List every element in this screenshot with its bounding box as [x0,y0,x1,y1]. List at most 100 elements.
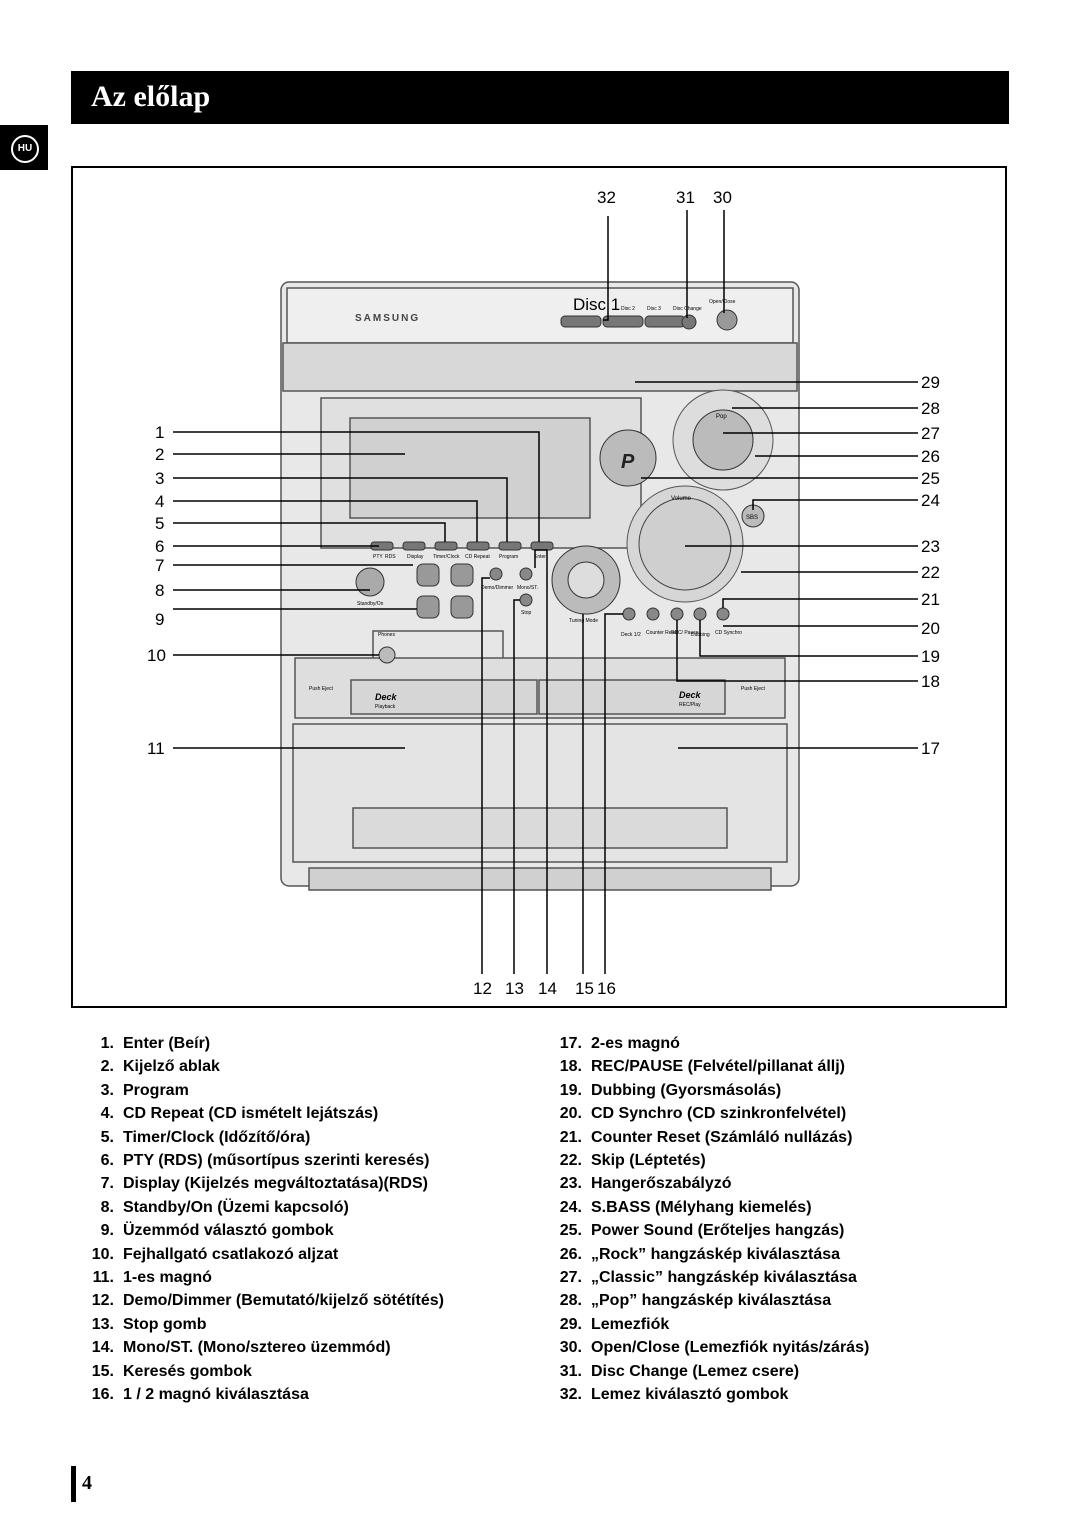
callout-6: 6 [155,537,164,556]
legend-item-number: 21. [559,1128,582,1146]
callout-26: 26 [921,447,940,466]
legend-item-text: Skip (Léptetés) [591,1152,706,1170]
legend-item: 25.Power Sound (Erőteljes hangzás) [540,1219,869,1242]
volume-label: Volume [671,496,692,502]
legend-item: 30.Open/Close (Lemezfiók nyitás/zárás) [540,1336,870,1359]
legend-item: 5.Timer/Clock (Időzítő/óra) [72,1126,444,1149]
legend-item: 6.PTY (RDS) (műsortípus szerinti keresés… [72,1149,444,1172]
legend-item-text: Disc Change (Lemez csere) [591,1362,800,1380]
mode-pad-2[interactable] [450,563,474,587]
legend-item-number: 22. [559,1152,582,1170]
deck-button-group [622,607,730,621]
stop-button[interactable] [519,593,533,607]
mono-label: Mono/ST. [517,585,538,591]
sound-mode-pad[interactable] [692,409,754,471]
legend-item-text: Enter (Beír) [123,1035,211,1052]
mono-st-button[interactable] [519,567,533,581]
callout-13: 13 [505,979,524,998]
open-close-button[interactable] [716,309,738,331]
display-button[interactable] [402,541,426,551]
callout-20: 20 [921,619,940,638]
callout-19: 19 [921,647,940,666]
legend-item: 7.Display (Kijelzés megváltoztatása)(RDS… [72,1172,444,1195]
callout-15: 15 [575,979,594,998]
section-title-bar: Az előlap [71,71,1009,124]
disc-3-button[interactable] [644,315,686,328]
headphone-jack[interactable] [378,646,396,664]
mode-pad-3[interactable] [416,595,440,619]
callout-28: 28 [921,399,940,418]
callout-32: 32 [597,188,616,207]
legend-item: 29.Lemezfiók [540,1313,869,1336]
standby-label: Standby/On [357,601,384,607]
legend-item-text: Hangerőszabályzó [591,1175,732,1193]
legend-item: 1.Enter (Beír) [72,1032,444,1055]
legend-item-number: 29. [559,1315,582,1333]
page-number: 4 [82,1472,92,1494]
legend-item-text: 2-es magnó [591,1035,680,1052]
legend-item-text: Program [123,1081,189,1099]
language-badge: HU [11,135,39,163]
legend-item-number: 10. [91,1245,114,1263]
deck-2-push-eject: Push Eject [741,686,766,692]
disc-1-button[interactable] [560,315,602,328]
legend-item-text: 1 / 2 magnó kiválasztása [123,1386,309,1404]
mode-pad-4[interactable] [450,595,474,619]
legend-item: 19.Dubbing (Gyorsmásolás) [540,1079,869,1102]
counter-reset-button[interactable] [646,607,660,621]
deck-1-2-button[interactable] [622,607,636,621]
legend-item-text: Standby/On (Üzemi kapcsoló) [123,1198,349,1216]
timer-clock-button[interactable] [434,541,458,551]
dubbing-button[interactable] [693,607,707,621]
disc-1-label: Disc 1 [573,295,620,314]
program-label: Program [499,554,518,560]
cd-synchro-button[interactable] [716,607,730,621]
power-sound-button[interactable] [599,429,657,487]
legend-item: 10. Fejhallgató csatlakozó aljzat [72,1243,444,1266]
demo-dimmer-button[interactable] [489,567,503,581]
standby-on-button[interactable] [355,567,385,597]
legend-item-number: 11. [92,1269,114,1287]
callout-12: 12 [473,979,492,998]
mode-pad-1[interactable] [416,563,440,587]
callout-21: 21 [921,590,940,609]
brand-logo: SAMSUNG [355,313,420,324]
callout-5: 5 [155,514,164,533]
legend-item: 14.Mono/ST. (Mono/sztereo üzemmód) [72,1336,444,1359]
callout-22: 22 [921,563,940,582]
function-button-row [370,541,554,551]
disc-3-label: Disc 3 [647,306,661,312]
disc-change-button[interactable] [681,314,697,330]
deck-1-sublabel: Playback [375,704,396,710]
legend-item: 32.Lemez kiválasztó gombok [540,1383,869,1406]
legend-item-text: CD Repeat (CD ismételt lejátszás) [123,1105,379,1123]
legend-item-text: Üzemmód választó gombok [123,1222,334,1240]
callout-30: 30 [713,188,732,207]
legend-item: 3.Program [72,1079,444,1102]
legend-item-text: 1-es magnó [123,1269,212,1287]
legend-item-number: 4. [100,1105,114,1123]
legend-item-number: 20. [559,1105,582,1123]
legend-item-text: Demo/Dimmer (Bemutató/kijelző sötétítés) [123,1292,444,1310]
legend-item-text: Fejhallgató csatlakozó aljzat [123,1245,339,1263]
deck-12-label: Deck 1/2 [621,632,641,638]
tuning-skip-center [567,561,605,599]
cd-repeat-button[interactable] [466,541,490,551]
callout-16: 16 [597,979,616,998]
legend-item-number: 27. [559,1269,582,1287]
legend-item-number: 14. [91,1339,114,1357]
disc-2-button[interactable] [602,315,644,328]
legend-item-number: 15. [91,1362,114,1380]
enter-button[interactable] [530,541,554,551]
volume-knob[interactable] [638,497,732,591]
program-button[interactable] [498,541,522,551]
legend-item-number: 17. [559,1035,582,1052]
legend-item-text: „Rock” hangzáskép kiválasztása [591,1245,841,1263]
legend-item: 2.Kijelző ablak [72,1055,444,1078]
rec-pause-button[interactable] [670,607,684,621]
legend-item-text: S.BASS (Mélyhang kiemelés) [591,1198,812,1216]
demo-label: Demo/Dimmer [481,585,514,591]
disc-button-group [560,309,738,331]
deck-1-label: Deck [375,692,398,702]
legend-item-number: 28. [559,1292,582,1310]
